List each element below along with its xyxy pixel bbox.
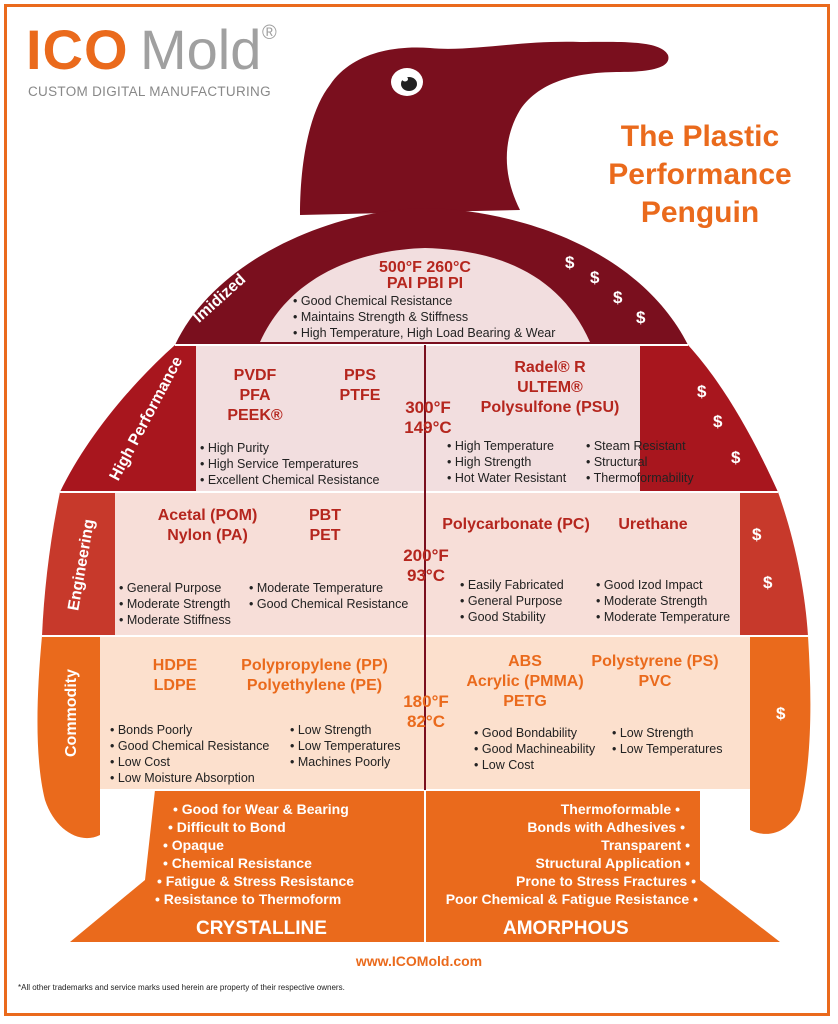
com-right-materials-b: Polystyrene (PS)PVC [591, 653, 719, 690]
cost-eng-1: $ [752, 525, 762, 544]
hp-right-props-a: • High Temperature• High Strength• Hot W… [447, 439, 567, 485]
page-title: The Plastic Performance Penguin [608, 120, 792, 229]
eng-materials-a: Acetal (POM)Nylon (PA) [157, 507, 258, 544]
label-amorphous: AMORPHOUS [503, 918, 629, 939]
website-link[interactable]: www.ICOMold.com [355, 953, 483, 969]
eng-right-material-a: Polycarbonate (PC) [442, 516, 590, 533]
logo-registered: ® [262, 22, 277, 44]
footnote: *All other trademarks and service marks … [18, 983, 345, 992]
cost-hp-3: $ [731, 448, 741, 467]
logo-mold: Mold [140, 18, 262, 81]
com-right-props-b: • Low Strength• Low Temperatures [612, 726, 723, 756]
logo-ico: ICO [26, 18, 129, 81]
cost-imidized-3: $ [613, 288, 623, 307]
cost-hp-2: $ [713, 412, 723, 431]
cost-imidized-4: $ [636, 308, 646, 327]
cost-hp-1: $ [697, 382, 707, 401]
label-crystalline: CRYSTALLINE [196, 918, 327, 939]
eng-right-props-a: • Easily Fabricated• General Purpose• Go… [460, 578, 564, 624]
cost-eng-2: $ [763, 573, 773, 592]
imidized-temp: 500°F 260°C [379, 259, 471, 276]
page-border [4, 4, 830, 1016]
eng-left-props-a: • General Purpose• Moderate Strength• Mo… [119, 581, 231, 627]
hp-left-props: • High Purity• High Service Temperatures… [200, 441, 380, 487]
amorphous-props: Thermoformable • Bonds with Adhesives • … [445, 801, 698, 907]
com-left-props-b: • Low Strength• Low Temperatures• Machin… [290, 723, 401, 769]
label-commodity: Commodity [63, 669, 80, 757]
eng-right-material-b: Urethane [618, 516, 688, 533]
eng-left-props-b: • Moderate Temperature• Good Chemical Re… [249, 581, 409, 611]
com-materials-b: Polypropylene (PP)Polyethylene (PE) [241, 657, 388, 694]
com-left-props-a: • Bonds Poorly• Good Chemical Resistance… [110, 723, 270, 785]
com-right-props-a: • Good Bondability• Good Machineability•… [474, 726, 596, 772]
imidized-materials: PAI PBI PI [386, 275, 464, 292]
crystalline-props: • Good for Wear & Bearing • Difficult to… [155, 801, 355, 907]
cost-imidized-2: $ [590, 268, 600, 287]
logo-tagline: CUSTOM DIGITAL MANUFACTURING [28, 84, 271, 99]
imidized-props: • Good Chemical Resistance• Maintains St… [293, 294, 556, 340]
hp-right-props-b: • Steam Resistant• Structural• Thermofor… [586, 439, 694, 485]
cost-imidized-1: $ [565, 253, 575, 272]
eng-right-props-b: • Good Izod Impact• Moderate Strength• M… [596, 578, 731, 624]
cost-com-1: $ [776, 704, 786, 723]
